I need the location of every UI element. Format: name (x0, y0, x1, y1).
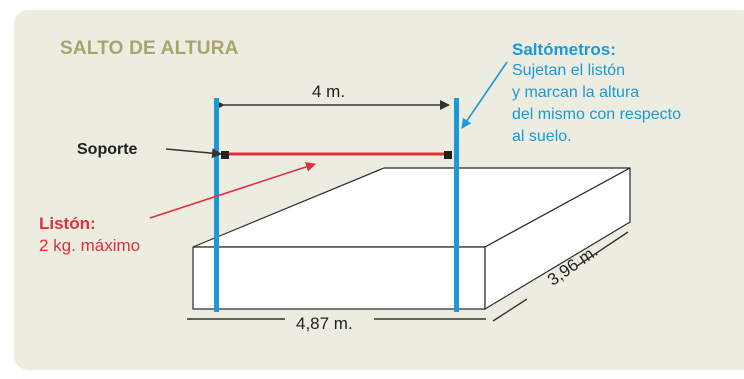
saltometros-leader-arrow (461, 61, 508, 129)
depth-dimension-line-lower (492, 298, 528, 322)
saltometros-description-line: y marcan la altura (512, 84, 640, 101)
mat-front-face (192, 246, 486, 310)
soporte-leader-arrow (165, 148, 222, 159)
upright-right (454, 98, 459, 312)
landing-mat (192, 167, 631, 310)
liston-leader-arrow (149, 162, 316, 219)
saltometros-description-line: del mismo con respecto (512, 106, 681, 123)
support-left (221, 151, 229, 159)
mat-side-face (484, 167, 631, 310)
saltometros-title: Saltómetros: (512, 40, 616, 59)
depth-dimension-line-upper (576, 231, 629, 267)
diagram-title: SALTO DE ALTURA (60, 38, 239, 59)
saltometros-description-line: al suelo. (512, 128, 572, 145)
soporte-label: Soporte (77, 141, 138, 158)
liston-title: Listón: (39, 214, 96, 233)
mat-length-label: 4,87 m. (296, 314, 353, 333)
support-right (444, 151, 452, 159)
saltometros-description-line: Sujetan el listón (512, 62, 625, 79)
bar-width-label: 4 m. (312, 82, 346, 101)
upright-left (214, 98, 219, 312)
liston-description: 2 kg. máximo (39, 236, 141, 255)
